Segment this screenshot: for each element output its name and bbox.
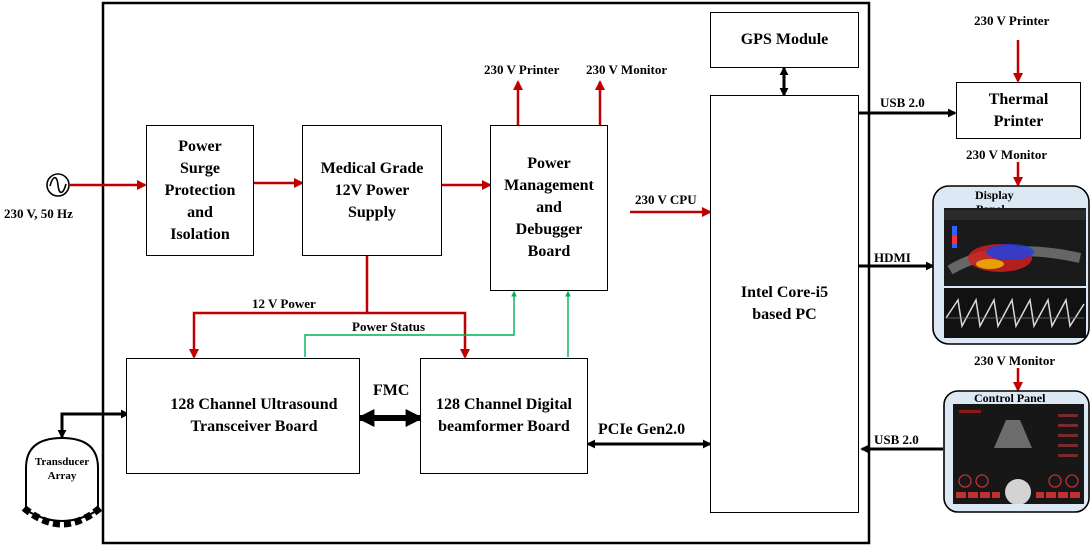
ext-monitor-display-label: 230 V Monitor <box>966 147 1048 162</box>
surge-protection-block: Power Surge Protection and Isolation <box>146 125 254 256</box>
12v-to-transceiver-line <box>189 256 369 359</box>
display-panel-device <box>932 185 1090 345</box>
ext-monitor-panel-label: 230 V Monitor <box>974 353 1056 368</box>
pcie-label: PCIe Gen2.0 <box>598 421 686 438</box>
pc-block: Intel Core-i5 based PC <box>710 95 859 513</box>
display-panel-title-cut: Panel <box>976 203 1005 208</box>
ac-source-icon <box>46 173 70 197</box>
display-panel-title: Display <box>975 188 1014 202</box>
transducer-array-icon <box>21 436 103 528</box>
control-panel-device <box>943 390 1090 513</box>
control-panel-title: Control Panel <box>974 391 1046 405</box>
pmb-monitor-label: 230 V Monitor <box>586 62 668 77</box>
usb-printer-label: USB 2.0 <box>880 95 925 110</box>
transducer-label: Transducer Array <box>34 456 90 482</box>
pmb-printer-label: 230 V Printer <box>484 62 560 77</box>
power-status-line <box>304 290 517 357</box>
cpu-power-label: 230 V CPU <box>635 192 697 207</box>
thermal-printer-block: Thermal Printer <box>956 82 1081 139</box>
power-status-label: Power Status <box>352 319 426 334</box>
hdmi-label: HDMI <box>874 250 911 265</box>
ext-printer-label: 230 V Printer <box>974 13 1050 28</box>
usb-panel-label: USB 2.0 <box>874 432 919 447</box>
fmc-label: FMC <box>373 382 410 399</box>
gps-module-block: GPS Module <box>710 12 859 68</box>
beamformer-block: 128 Channel Digital beamformer Board <box>420 358 588 474</box>
transceiver-block: 128 Channel Ultrasound Transceiver Board <box>126 358 360 474</box>
12v-power-label: 12 V Power <box>252 296 316 311</box>
mains-label: 230 V, 50 Hz <box>4 206 73 221</box>
power-management-block: Power Management and Debugger Board <box>490 125 608 291</box>
12v-to-beamformer-line <box>367 311 470 359</box>
transducer-link <box>57 409 130 439</box>
system-enclosure <box>101 1 871 545</box>
power-supply-block: Medical Grade 12V Power Supply <box>302 125 442 256</box>
